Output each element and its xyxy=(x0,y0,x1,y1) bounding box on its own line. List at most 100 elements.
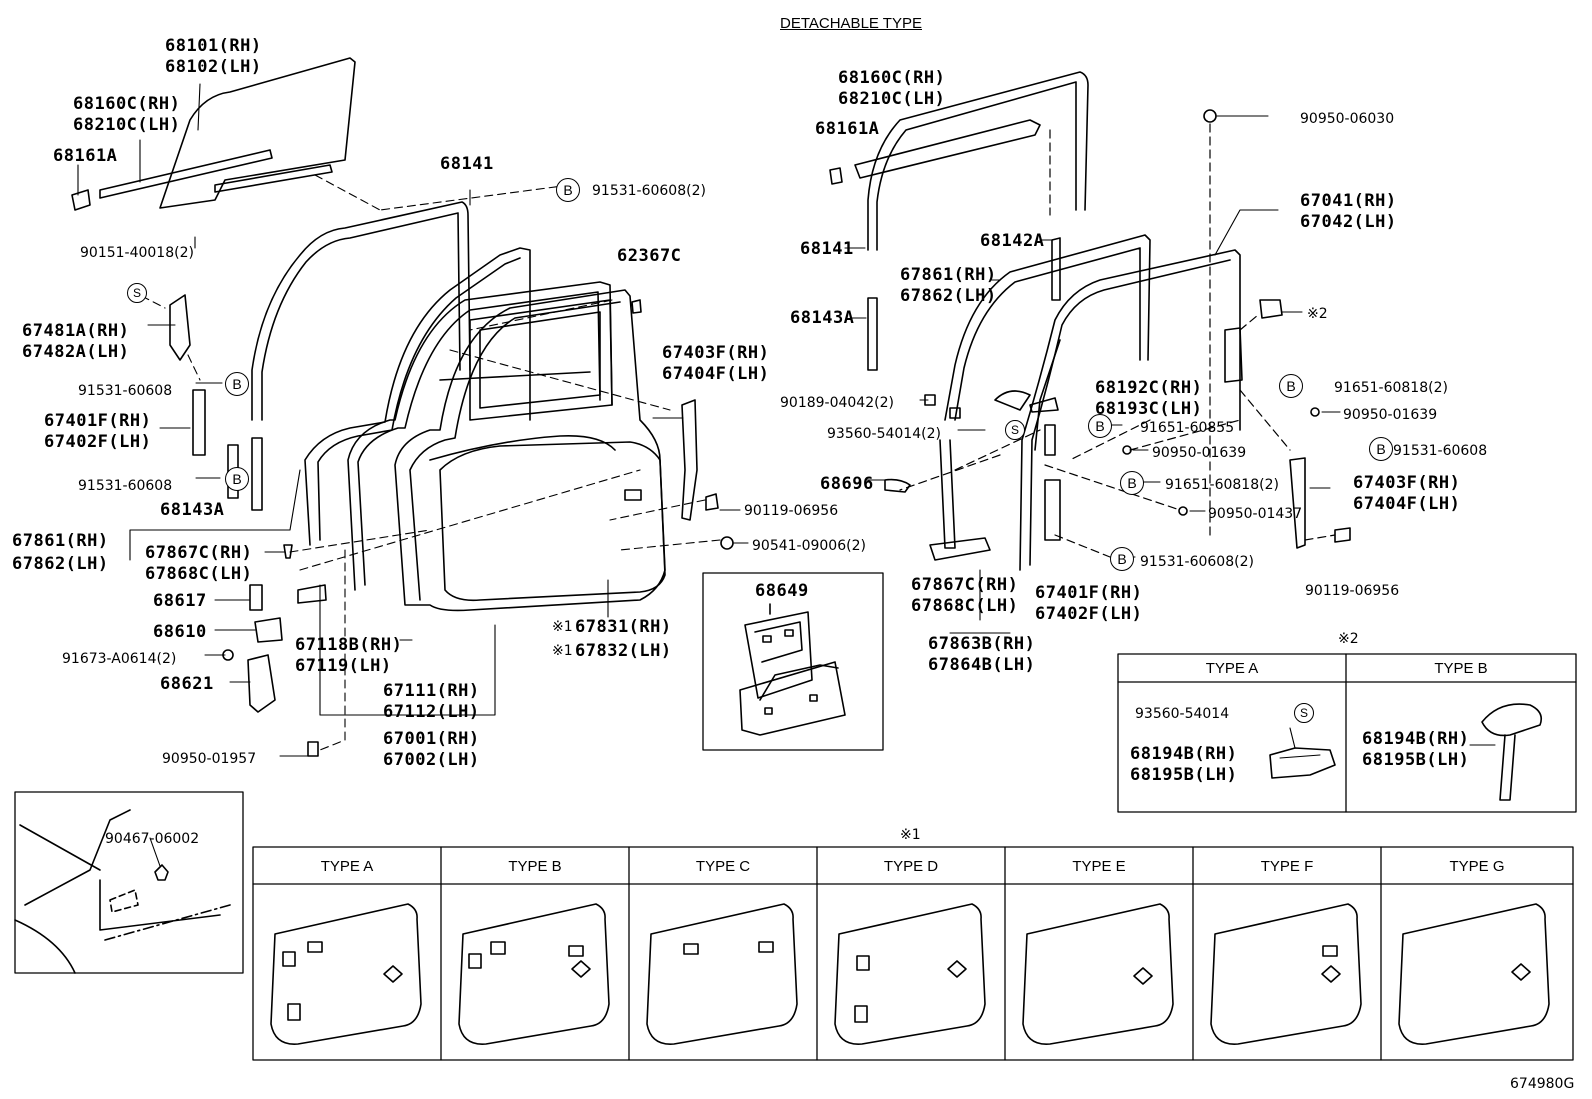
label-91531-top: 91531-60608(2) xyxy=(592,183,706,199)
label-67403f-mid: 67403F(RH) xyxy=(662,343,770,363)
label-67404f-right: 67404F(LH) xyxy=(1353,494,1461,514)
label-68143a-right: 68143A xyxy=(790,308,855,328)
type1-col-e: TYPE E xyxy=(1072,858,1126,875)
label-67482a: 67482A(LH) xyxy=(22,342,130,362)
bolt-90119-mid xyxy=(705,493,719,511)
bolt-marker: B xyxy=(1279,374,1303,398)
label-68160c-left: 68160C(RH) xyxy=(73,94,181,114)
label-67002: 67002(LH) xyxy=(383,750,480,770)
label-68649: 68649 xyxy=(755,581,809,601)
pocket-68649-shape xyxy=(739,603,846,736)
label-68696: 68696 xyxy=(820,474,874,494)
pocket-box xyxy=(702,572,884,751)
screw-marker: S xyxy=(1294,703,1314,723)
label-90950-01957: 90950-01957 xyxy=(162,751,257,767)
label-67041: 67041(RH) xyxy=(1300,191,1397,211)
label-90119-right: 90119-06956 xyxy=(1305,583,1400,599)
label-90950-06030: 90950-06030 xyxy=(1300,111,1395,127)
cover-hole xyxy=(568,945,584,957)
bolt-marker: B xyxy=(225,372,249,396)
label-91651-60818-a: 91651-60818(2) xyxy=(1334,380,1448,396)
cover-outline xyxy=(1210,903,1362,1045)
cover-hole xyxy=(947,960,967,978)
label-90541: 90541-09006(2) xyxy=(752,538,866,554)
label-67402f-right: 67402F(LH) xyxy=(1035,604,1143,624)
label-68192c: 68192C(RH) xyxy=(1095,378,1203,398)
note1-marker: ※1 xyxy=(552,619,573,635)
bolt-marker: B xyxy=(1120,471,1144,495)
label-68161a-right: 68161A xyxy=(815,119,880,139)
label-90950-01437: 90950-01437 xyxy=(1208,506,1303,522)
label-67863b: 67863B(RH) xyxy=(928,634,1036,654)
bolt-marker: B xyxy=(1088,414,1112,438)
label-68210c-left: 68210C(LH) xyxy=(73,115,181,135)
door-glass-shape xyxy=(71,57,356,211)
cover-hole xyxy=(1321,965,1341,983)
type1-col-b: TYPE B xyxy=(508,858,562,875)
door-check-left xyxy=(192,389,206,456)
dashed-lines-right xyxy=(899,123,1336,558)
label-67401f-left: 67401F(RH) xyxy=(44,411,152,431)
note2-marker: ※2 xyxy=(1338,631,1359,647)
lamp-type-b-shape xyxy=(1469,703,1543,801)
label-90151: 90151-40018(2) xyxy=(80,245,194,261)
label-68621: 68621 xyxy=(160,674,214,694)
bolt-marker: B xyxy=(556,178,580,202)
weatherstrip-68143a xyxy=(227,444,239,499)
label-91651-60855: 91651-60855 xyxy=(1140,420,1235,436)
label-68193c: 68193C(LH) xyxy=(1095,399,1203,419)
glass-run-right xyxy=(829,71,1089,371)
label-67861-right: 67861(RH) xyxy=(900,265,997,285)
service-hole-covers xyxy=(270,903,1550,1045)
cover-hole xyxy=(683,943,699,955)
label-68102: 68102(LH) xyxy=(165,57,262,77)
leader-90467 xyxy=(149,837,161,867)
type2-a-screw: 93560-54014 xyxy=(1135,706,1230,722)
note1-marker: ※1 xyxy=(552,643,573,659)
label-67861-left: 67861(RH) xyxy=(12,531,109,551)
label-67042: 67042(LH) xyxy=(1300,212,1397,232)
label-67867c-right: 67867C(RH) xyxy=(911,575,1019,595)
cover-hole xyxy=(468,953,482,969)
label-68141-left: 68141 xyxy=(440,154,494,174)
cover-hole xyxy=(287,1003,301,1021)
note1-marker: ※1 xyxy=(900,827,921,843)
label-67867c-left: 67867C(RH) xyxy=(145,543,253,563)
label-91531-r2: 91531-60608(2) xyxy=(1140,554,1254,570)
cover-outline xyxy=(1398,903,1550,1045)
cover-hole xyxy=(282,951,296,967)
reg-67403f-mid xyxy=(681,399,698,521)
diagram-title: DETACHABLE TYPE xyxy=(780,15,922,32)
type2-col-b: TYPE B xyxy=(1434,660,1488,677)
label-91673: 91673-A0614(2) xyxy=(62,651,177,667)
label-67868c-right: 67868C(LH) xyxy=(911,596,1019,616)
bolt-marker: B xyxy=(1110,547,1134,571)
type2-b-rh: 68194B(RH) xyxy=(1362,729,1470,749)
cover-outline xyxy=(1022,903,1174,1045)
cover-outline xyxy=(834,903,986,1045)
cover-hole xyxy=(856,955,870,971)
label-68142a: 68142A xyxy=(980,231,1045,251)
label-68617: 68617 xyxy=(153,591,207,611)
type1-col-a: TYPE A xyxy=(320,858,374,875)
dashed-lines-left xyxy=(129,174,721,751)
label-67402f-left: 67402F(LH) xyxy=(44,432,152,452)
label-67864b: 67864B(LH) xyxy=(928,655,1036,675)
type-table-2 xyxy=(1117,653,1577,813)
type1-col-c: TYPE C xyxy=(695,858,751,875)
cover-outline xyxy=(646,903,798,1045)
label-67403f-right: 67403F(RH) xyxy=(1353,473,1461,493)
label-67119: 67119(LH) xyxy=(295,656,392,676)
type1-col-g: TYPE G xyxy=(1449,858,1505,875)
label-90119-mid: 90119-06956 xyxy=(744,503,839,519)
leader-lines-left xyxy=(77,83,749,757)
type1-col-f: TYPE F xyxy=(1260,858,1314,875)
type2-col-a: TYPE A xyxy=(1205,660,1259,677)
label-90189: 90189-04042(2) xyxy=(780,395,894,411)
cover-hole xyxy=(383,965,403,983)
cover-hole xyxy=(758,941,774,953)
cover-hole xyxy=(571,960,591,978)
type2-a-rh: 68194B(RH) xyxy=(1130,744,1238,764)
regulator-right xyxy=(884,109,1351,549)
